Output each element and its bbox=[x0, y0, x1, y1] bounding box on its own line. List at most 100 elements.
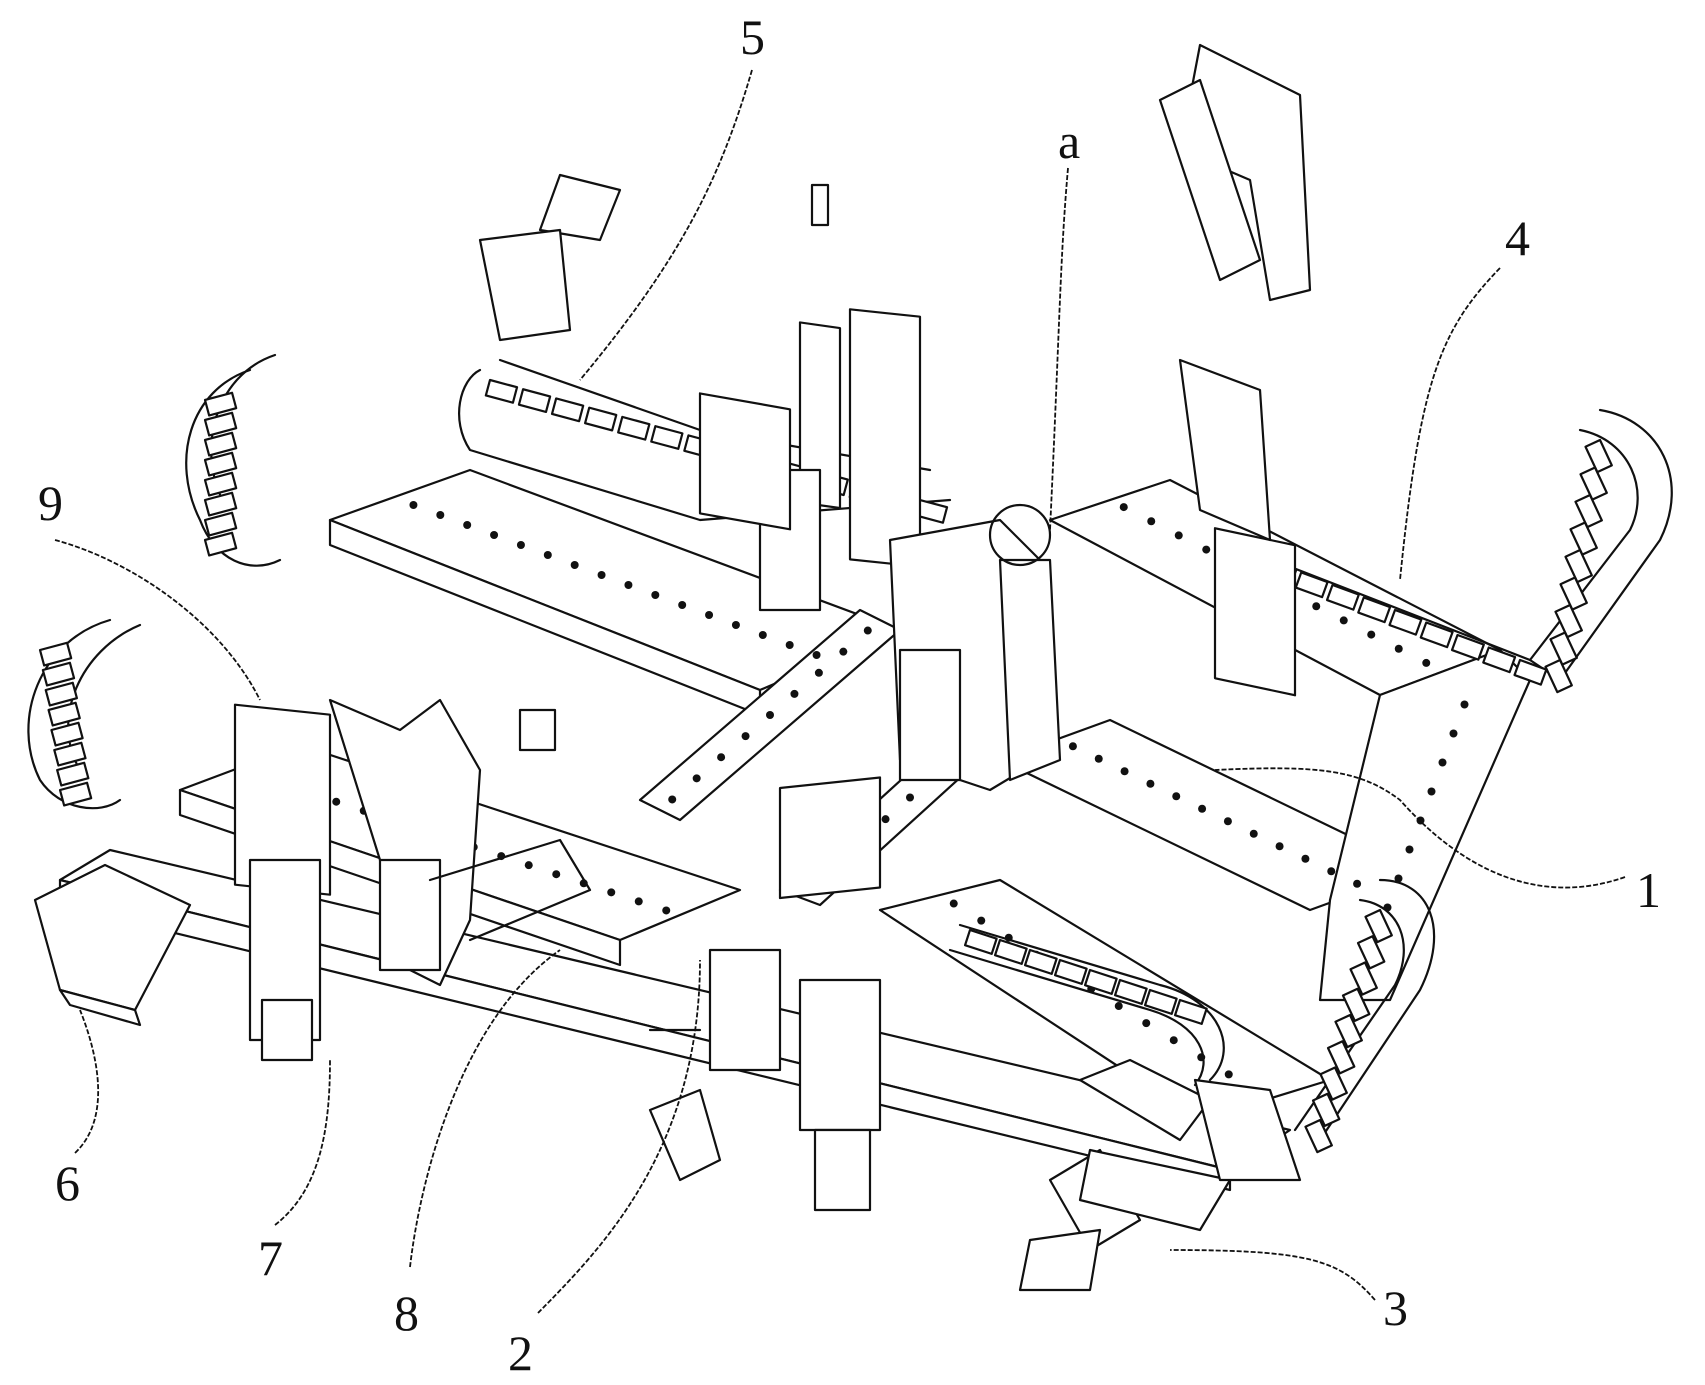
beam-hole bbox=[882, 815, 890, 823]
beam-hole bbox=[766, 711, 774, 719]
chain-link bbox=[651, 426, 682, 449]
beam-hole bbox=[635, 897, 643, 905]
drag-chain-left bbox=[28, 620, 140, 808]
label-3: 3 bbox=[1383, 1280, 1408, 1336]
beam-hole bbox=[950, 900, 958, 908]
beam-hole bbox=[977, 917, 985, 925]
beam-hole bbox=[1170, 1036, 1178, 1044]
beam-hole bbox=[705, 611, 713, 619]
beam-hole bbox=[906, 794, 914, 802]
beam-hole bbox=[1198, 805, 1206, 813]
beam-hole bbox=[598, 571, 606, 579]
beam-hole bbox=[409, 501, 417, 509]
leader-4 bbox=[1400, 268, 1500, 580]
beam-hole bbox=[1120, 503, 1128, 511]
beam-hole bbox=[1202, 546, 1210, 554]
beam-hole bbox=[490, 531, 498, 539]
beam-hole bbox=[1172, 792, 1180, 800]
beam-hole bbox=[607, 888, 615, 896]
beam-hole bbox=[1422, 659, 1430, 667]
beam-hole bbox=[759, 631, 767, 639]
beam-hole bbox=[668, 795, 676, 803]
chain-link bbox=[49, 703, 80, 726]
beam-hole bbox=[1224, 817, 1232, 825]
label-9: 9 bbox=[38, 475, 63, 531]
beam-hole bbox=[436, 511, 444, 519]
beam-hole bbox=[1175, 531, 1183, 539]
beam-hole bbox=[1312, 602, 1320, 610]
beam-hole bbox=[1406, 846, 1414, 854]
chain-link bbox=[60, 783, 91, 806]
beam-hole bbox=[815, 669, 823, 677]
beam-hole bbox=[1428, 788, 1436, 796]
chain-link bbox=[1550, 633, 1576, 665]
actuator-top-right bbox=[1160, 45, 1310, 695]
beam-hole bbox=[1395, 645, 1403, 653]
chain-link bbox=[1565, 550, 1591, 582]
chain-link bbox=[1560, 578, 1586, 610]
beam-hole bbox=[1225, 1070, 1233, 1078]
beam-hole bbox=[1069, 742, 1077, 750]
chain-link bbox=[552, 398, 583, 421]
label-7: 7 bbox=[258, 1230, 283, 1286]
leader-6 bbox=[75, 1010, 98, 1153]
beam-hole bbox=[662, 906, 670, 914]
beam-hole bbox=[1439, 759, 1447, 767]
drag-chain-upper-left bbox=[186, 355, 280, 566]
beam-hole bbox=[517, 541, 525, 549]
leader-7 bbox=[275, 1060, 330, 1225]
beam-hole bbox=[786, 641, 794, 649]
chain-link bbox=[486, 380, 517, 403]
chain-link bbox=[54, 743, 85, 766]
chain-link bbox=[519, 389, 550, 412]
chain-link bbox=[1575, 495, 1601, 527]
beam-hole bbox=[839, 648, 847, 656]
beam-hole bbox=[544, 551, 552, 559]
chain-link bbox=[585, 408, 616, 431]
beam-hole bbox=[790, 690, 798, 698]
chain-link bbox=[1580, 468, 1606, 500]
chain-link bbox=[1570, 523, 1596, 555]
label-2: 2 bbox=[508, 1325, 533, 1381]
beam-hole bbox=[813, 651, 821, 659]
actuator-center bbox=[890, 505, 1060, 790]
beam-hole bbox=[864, 627, 872, 635]
label-4: 4 bbox=[1505, 210, 1530, 266]
beam-hole bbox=[552, 870, 560, 878]
beam-hole bbox=[1327, 867, 1335, 875]
beam-hole bbox=[678, 601, 686, 609]
beam-hole bbox=[1461, 701, 1469, 709]
chain-link bbox=[51, 723, 82, 746]
beam-hole bbox=[1340, 616, 1348, 624]
leader-a bbox=[1050, 168, 1068, 530]
chain-link bbox=[618, 417, 649, 440]
label-a: a bbox=[1058, 113, 1080, 169]
leader-9 bbox=[55, 540, 260, 700]
label-8: 8 bbox=[394, 1285, 419, 1341]
chain-link bbox=[1545, 660, 1571, 692]
beam-hole bbox=[693, 774, 701, 782]
leader-3 bbox=[1170, 1250, 1375, 1300]
beam-hole bbox=[463, 521, 471, 529]
motor-bottom-right bbox=[1020, 1230, 1100, 1290]
beam-hole bbox=[1142, 1019, 1150, 1027]
beam-hole bbox=[742, 732, 750, 740]
beam-hole bbox=[525, 861, 533, 869]
label-5: 5 bbox=[740, 9, 765, 65]
beam-hole bbox=[1250, 830, 1258, 838]
beam-hole bbox=[651, 591, 659, 599]
beam-hole bbox=[1147, 517, 1155, 525]
beam-hole bbox=[571, 561, 579, 569]
chain-link bbox=[1585, 440, 1611, 472]
beam-hole bbox=[1146, 780, 1154, 788]
beam-hole bbox=[1095, 755, 1103, 763]
beam-hole bbox=[1353, 880, 1361, 888]
beam-hole bbox=[624, 581, 632, 589]
label-1: 1 bbox=[1636, 862, 1661, 918]
beam-hole bbox=[1301, 855, 1309, 863]
chain-link bbox=[1555, 605, 1581, 637]
beam-hole bbox=[332, 798, 340, 806]
actuator-top-center bbox=[700, 185, 920, 610]
label-6: 6 bbox=[55, 1155, 80, 1211]
